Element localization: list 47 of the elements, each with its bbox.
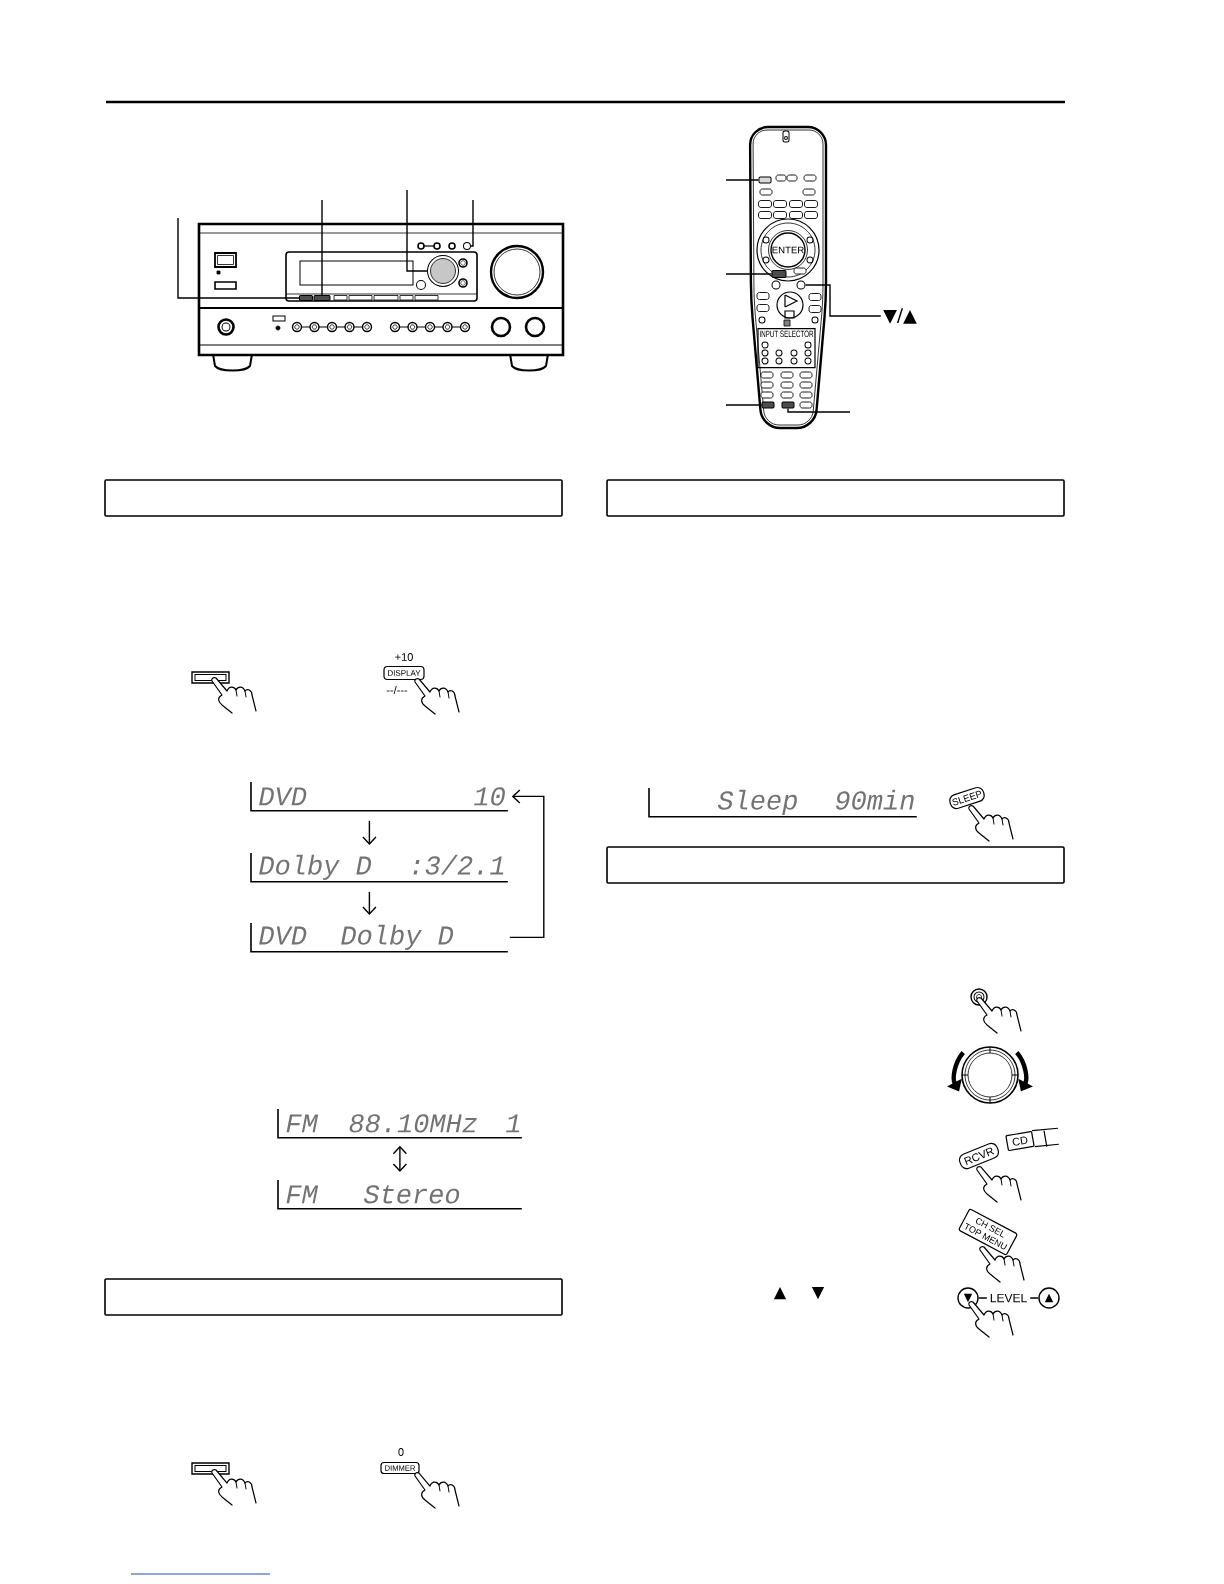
heading-box [104, 1278, 563, 1316]
heading-box [606, 479, 1065, 517]
remote-button: ENTER [770, 232, 806, 268]
leader-line [725, 404, 763, 406]
leader-line [406, 189, 428, 272]
arrow [362, 820, 377, 845]
display-readout: FM 88.10MHz 1 [277, 1108, 523, 1139]
triangle-symbol: ▼ [811, 1286, 825, 1300]
arrow [362, 891, 377, 915]
display-readout: DVD 10 [250, 781, 509, 812]
leader-line [804, 284, 882, 317]
remote-button [758, 176, 772, 184]
display-readout: Sleep 90min [648, 787, 918, 818]
key-label: --/--- [386, 685, 408, 695]
remote-button [771, 270, 787, 278]
key-label: +10 [395, 653, 413, 661]
triangle-symbol: ▲ [773, 1286, 787, 1300]
double-arrow [392, 1145, 408, 1172]
leader-line [177, 217, 300, 299]
remote-button: RCVR [958, 1142, 1000, 1170]
panel-button [463, 242, 471, 250]
leader-line [725, 273, 773, 275]
key-label: 0 [398, 1448, 404, 1456]
leader-line [725, 179, 760, 181]
remote-button: SLEEP [949, 786, 985, 810]
callout-label: ▼/▲ [883, 308, 917, 324]
arrow [509, 789, 545, 939]
heading-box [104, 479, 563, 517]
leader-line [787, 407, 851, 413]
heading-box [606, 846, 1065, 884]
leader-line [321, 199, 323, 296]
remote-button [781, 401, 795, 409]
selector-panel: INPUT SELECTOR [757, 328, 816, 369]
display-readout: Dolby D :3/2.1 [250, 852, 509, 883]
round-button: ▲ [1038, 1287, 1060, 1309]
display-readout: FM Stereo [277, 1179, 523, 1210]
display-readout: DVD Dolby D [250, 922, 509, 953]
remote-button [761, 401, 775, 409]
jog-dial [427, 255, 459, 287]
leader-line [470, 199, 474, 247]
edge-label: LEVEL [986, 1290, 1031, 1306]
panel-button [299, 295, 313, 301]
panel-button [313, 295, 331, 301]
remote-button: CD [1005, 1130, 1035, 1152]
round-button: ▼ [957, 1287, 979, 1309]
remote-button: DISPLAY [383, 665, 425, 681]
remote-button [796, 280, 806, 290]
